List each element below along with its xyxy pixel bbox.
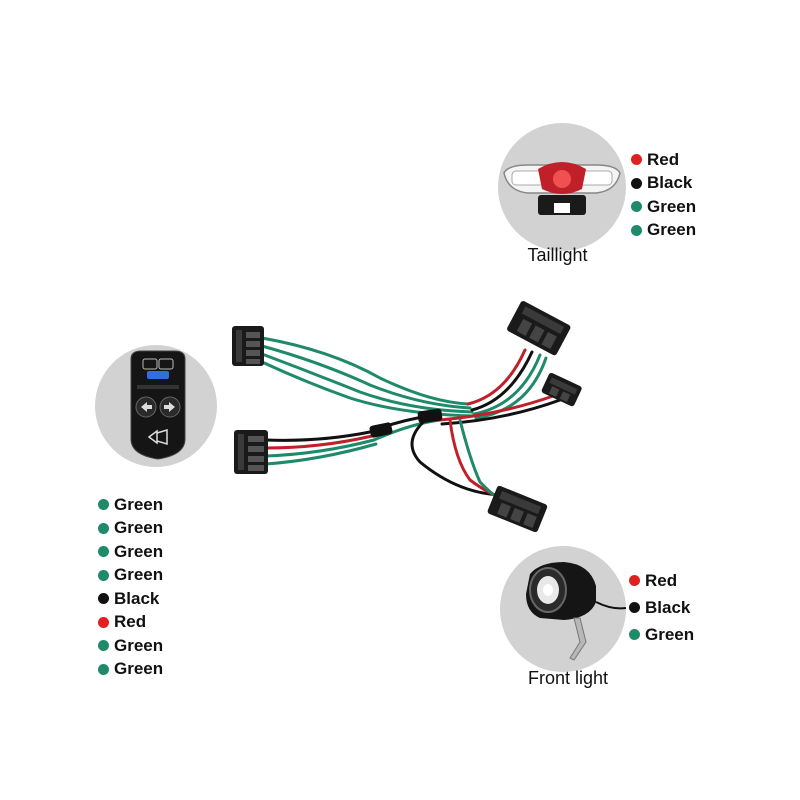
wire xyxy=(472,353,542,416)
taillight-legend: Red Black Green Green xyxy=(631,148,696,242)
wire-dot xyxy=(98,499,109,511)
wire-label: Black xyxy=(645,597,691,617)
wire-dot xyxy=(98,546,109,558)
legend-item: Green xyxy=(98,658,163,682)
legend-item: Green xyxy=(98,540,163,564)
legend-item: Red xyxy=(98,611,163,635)
taillight-icon xyxy=(503,162,621,215)
legend-item: Green xyxy=(629,621,694,648)
legend-item: Red xyxy=(629,567,694,594)
wire-dot xyxy=(98,616,109,628)
wire xyxy=(264,442,378,466)
connector xyxy=(507,301,571,356)
wire-dot xyxy=(629,629,640,640)
wire-dot xyxy=(631,201,642,213)
switch-image xyxy=(95,345,217,467)
wire xyxy=(264,434,374,450)
connector xyxy=(232,326,264,366)
legend-item: Green xyxy=(98,493,163,517)
wire-label: Green xyxy=(114,541,164,561)
wire-dot xyxy=(98,569,109,581)
legend-item: Green xyxy=(631,195,696,219)
wire xyxy=(470,350,534,412)
wire-label: Green xyxy=(647,220,697,240)
front-light-legend: Red Black Green xyxy=(629,567,694,648)
legend-item: Black xyxy=(631,172,696,196)
wire-dot xyxy=(629,602,640,613)
legend-item: Black xyxy=(98,587,163,611)
wire-dot xyxy=(98,522,109,534)
wire-label: Black xyxy=(647,173,693,193)
wire-dot xyxy=(98,593,109,605)
legend-item: Red xyxy=(631,148,696,172)
wire xyxy=(474,356,548,420)
handlebar-switch-icon xyxy=(130,350,186,460)
legend-item: Black xyxy=(629,594,694,621)
legend-item: Green xyxy=(98,564,163,588)
wire xyxy=(466,348,527,406)
front-light-caption: Front light xyxy=(527,668,609,688)
wire xyxy=(410,414,507,497)
wire-dot xyxy=(631,154,642,166)
legend-item: Green xyxy=(98,634,163,658)
wire-label: Red xyxy=(114,612,147,632)
legend-item: Green xyxy=(98,517,163,541)
front-light-icon xyxy=(526,562,627,661)
connector xyxy=(541,372,582,407)
wire xyxy=(264,430,372,442)
connector xyxy=(487,485,548,533)
wire-label: Green xyxy=(647,196,697,216)
wire-label: Green xyxy=(114,659,164,679)
wire xyxy=(264,438,376,458)
wire-dot xyxy=(629,575,640,586)
wire-label: Red xyxy=(645,570,678,590)
wire-dot xyxy=(98,663,109,675)
switch-legend: Green Green Green Green Black Red Green … xyxy=(98,493,163,681)
taillight-image xyxy=(498,123,626,251)
wire-dot xyxy=(631,224,642,236)
connector xyxy=(234,430,268,474)
wire xyxy=(438,393,558,422)
wire-label: Green xyxy=(645,624,695,644)
wire-label: Green xyxy=(114,518,164,538)
wire-label: Green xyxy=(114,565,164,585)
wire xyxy=(260,336,470,406)
wire-label: Green xyxy=(114,494,164,514)
wire xyxy=(260,344,472,410)
front-light-image xyxy=(500,546,627,672)
wire-dot xyxy=(631,177,642,189)
taillight-caption: Taillight xyxy=(527,245,588,265)
wire-label: Green xyxy=(114,635,164,655)
wire-label: Black xyxy=(114,588,160,608)
wire xyxy=(440,398,562,426)
wire-dot xyxy=(98,640,109,652)
legend-item: Green xyxy=(631,219,696,243)
wire-label: Red xyxy=(647,149,680,169)
